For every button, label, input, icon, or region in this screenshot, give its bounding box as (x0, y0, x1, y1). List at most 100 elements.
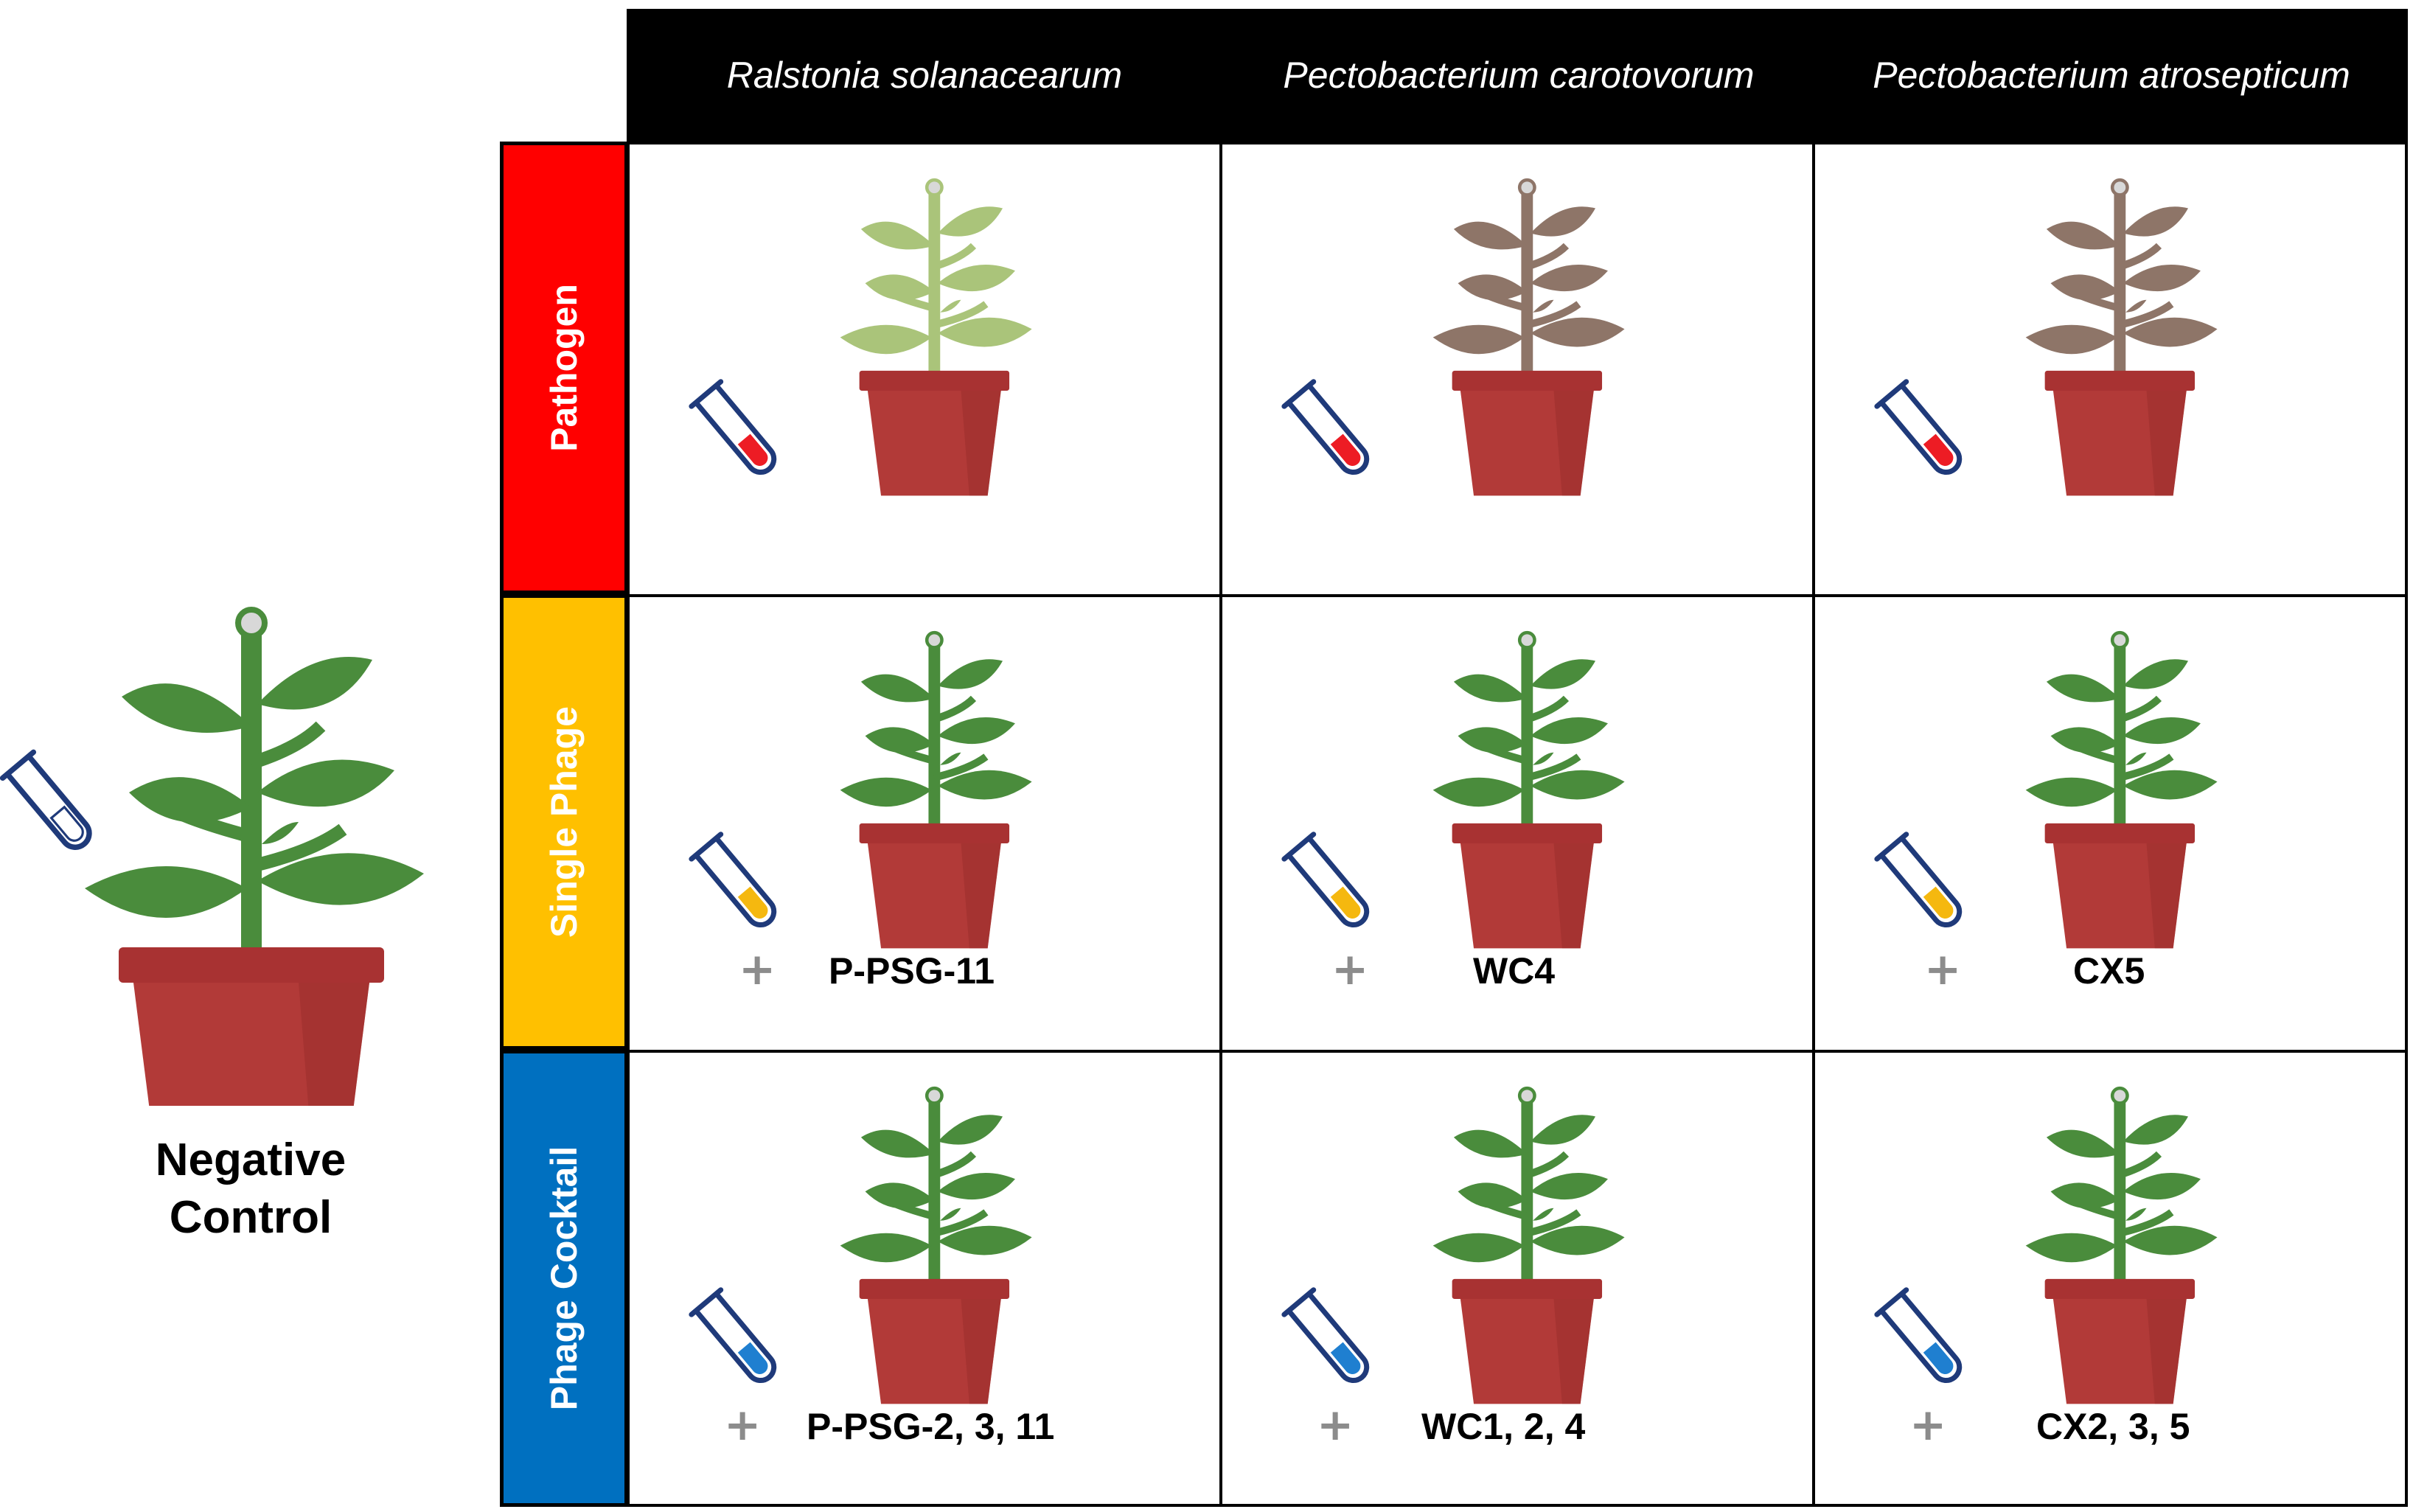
cell-illustration (689, 630, 1032, 949)
test-tube-icon (1874, 1287, 1963, 1383)
leaf (1530, 1115, 1595, 1145)
leaf (2125, 299, 2147, 313)
tube-liquid (737, 1342, 768, 1374)
tube-liquid (737, 886, 768, 919)
branch (2119, 753, 2174, 781)
tube-lip (1874, 379, 1909, 409)
treatment-cell: +CX5 (1812, 594, 2408, 1053)
tube-lip (689, 1287, 724, 1317)
leaf (1530, 1173, 1608, 1200)
phage-label: P-PSG-11 (829, 950, 995, 992)
leaf (2125, 1223, 2151, 1231)
leaf (1458, 274, 1528, 301)
branch (2118, 1151, 2162, 1179)
potted-plant-icon (2025, 630, 2218, 949)
leaf (840, 777, 932, 807)
tube-liquid (1923, 886, 1954, 919)
leaf (940, 1208, 961, 1221)
leaf (860, 1129, 935, 1158)
leaf (1533, 299, 1554, 313)
test-tube-icon (1281, 1287, 1370, 1383)
leaf (937, 317, 1032, 347)
branch (2118, 695, 2162, 723)
test-tube-icon (689, 1287, 777, 1383)
bud (925, 178, 944, 197)
phage-label: WC4 (1473, 950, 1556, 992)
branch (1526, 1209, 1581, 1237)
cell-illustration (689, 1086, 1032, 1404)
tube-body (1879, 836, 1963, 927)
leaf (257, 853, 424, 905)
leaf (1533, 315, 1559, 323)
pot-rim (859, 823, 1010, 843)
negative-control: Negative Control (0, 575, 472, 1243)
leaf (1432, 777, 1525, 807)
bud (2110, 630, 2129, 649)
potted-plant-icon (840, 630, 1032, 949)
test-tube-icon (1874, 379, 1963, 475)
leaf (860, 674, 935, 703)
negative-control-line2: Control (169, 1191, 332, 1243)
tube-lip (1281, 1287, 1317, 1317)
leaf (2123, 717, 2201, 745)
tube-lip (0, 749, 37, 781)
tube-body (1286, 383, 1370, 475)
cell-illustration (1874, 178, 2218, 496)
leaf (860, 221, 935, 250)
leaf (122, 683, 251, 733)
treatment-cell: +P-PSG-2, 3, 11 (627, 1050, 1222, 1507)
row-header-single-phage: Single Phage (500, 594, 628, 1050)
pot-rim (2044, 370, 2196, 391)
tube-liquid (1330, 1342, 1361, 1374)
branch (933, 753, 989, 781)
pot-rim (2044, 1278, 2196, 1299)
leaf (1530, 659, 1595, 689)
leaf (2046, 221, 2120, 250)
negative-control-illustration (0, 607, 424, 1106)
plus-icon: + (739, 944, 776, 995)
potted-plant-icon (2025, 1086, 2218, 1404)
leaf (1530, 770, 1625, 800)
pot-shade (961, 1298, 1001, 1404)
leaf (865, 274, 935, 301)
leaf (940, 315, 966, 323)
negative-control-line1: Negative (155, 1135, 347, 1185)
pot-shade (961, 843, 1001, 949)
branch (933, 1151, 977, 1179)
tube-body (694, 383, 777, 475)
pot-shade (2146, 1298, 2187, 1404)
plus-icon: + (1924, 944, 1962, 995)
row-header-phage-cocktail: Phage Cocktail (500, 1050, 628, 1507)
pot-rim (1452, 823, 1603, 843)
tube-body (694, 836, 777, 927)
column-header-label: Pectobacterium atrosepticum (1873, 55, 2350, 96)
column-header-pectobacterium-atrosepticum: Pectobacterium atrosepticum (1815, 9, 2408, 142)
leaf (1432, 324, 1525, 355)
column-header-ralstonia: Ralstonia solanacearum (627, 9, 1222, 142)
tube-liquid (1330, 886, 1361, 919)
leaf (940, 1223, 966, 1231)
test-tube-icon (689, 379, 777, 475)
leaf (840, 324, 932, 355)
cell-illustration (1281, 178, 1625, 496)
leaf (2046, 1129, 2120, 1158)
potted-plant-icon (85, 607, 424, 1106)
pot-shade (2146, 390, 2187, 496)
branch (2119, 1209, 2174, 1237)
tube-lip (689, 379, 724, 409)
leaf (1530, 265, 1608, 292)
leaf (2123, 265, 2201, 292)
branch (1525, 1151, 1570, 1179)
leaf (865, 1182, 935, 1209)
cell-illustration (689, 178, 1032, 496)
leaf (940, 767, 966, 776)
potted-plant-icon (2025, 178, 2218, 496)
potted-plant-icon (840, 178, 1032, 496)
potted-plant-icon (1432, 630, 1625, 949)
column-header-label: Pectobacterium carotovorum (1283, 55, 1755, 96)
treatment-cell: +WC4 (1219, 594, 1815, 1053)
cell-illustration (1874, 1086, 2218, 1404)
tube-body (1286, 836, 1370, 927)
branch (1525, 695, 1570, 723)
leaf (1530, 317, 1625, 347)
